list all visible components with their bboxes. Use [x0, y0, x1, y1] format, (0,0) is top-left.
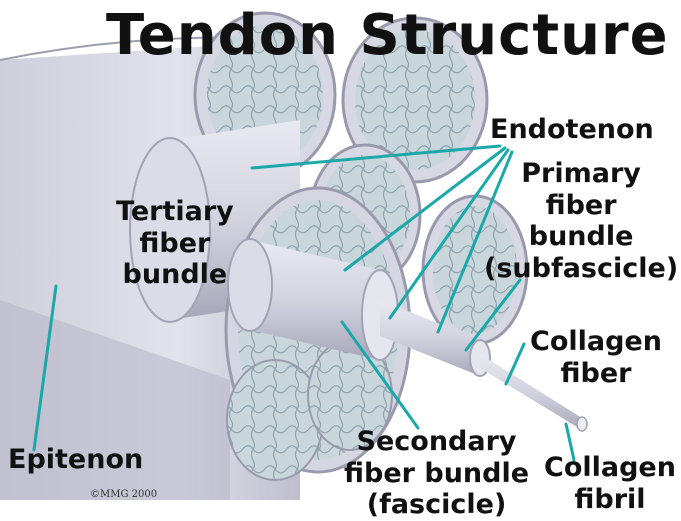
diagram-title: Tendon Structure — [106, 8, 669, 64]
label-primary-fiber-bundle: Primary fiber bundle (subfascicle) — [484, 158, 678, 284]
label-secondary-fiber-bundle: Secondary fiber bundle (fascicle) — [344, 426, 529, 521]
label-endotenon: Endotenon — [490, 116, 654, 143]
label-epitenon: Epitenon — [8, 446, 143, 473]
label-tertiary-fiber-bundle: Tertiary fiber bundle — [116, 196, 234, 291]
copyright-notice: ©MMG 2000 — [90, 490, 157, 500]
label-collagen-fiber: Collagen fiber — [530, 326, 662, 389]
